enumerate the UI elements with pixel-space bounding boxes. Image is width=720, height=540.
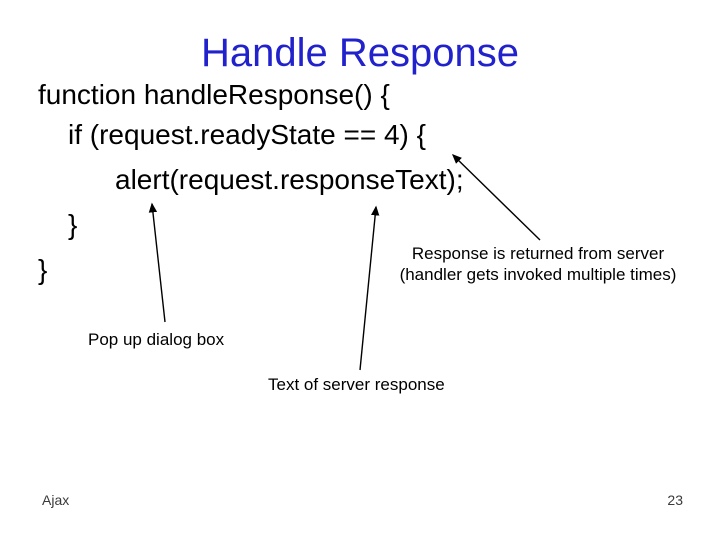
note-response-returned-line2: (handler gets invoked multiple times)	[399, 265, 677, 284]
note-response-returned: Response is returned from server (handle…	[380, 243, 696, 285]
slide-page-number: 23	[667, 492, 683, 508]
note-server-response-text: Text of server response	[268, 375, 445, 394]
slide-title: Handle Response	[201, 31, 519, 75]
code-line-alert-call: alert(request.responseText);	[115, 164, 464, 195]
code-line-inner-brace: }	[68, 209, 78, 240]
note-popup-dialog: Pop up dialog box	[88, 330, 225, 349]
code-line-function-declaration: function handleResponse() {	[38, 79, 390, 110]
code-line-outer-brace: }	[38, 254, 48, 285]
arrow-responsenote-to-if-icon	[451, 154, 541, 241]
arrow-popup-to-alert-icon	[148, 202, 166, 323]
note-response-returned-line1: Response is returned from server	[411, 244, 665, 263]
footer-presentation-title: Ajax	[42, 492, 70, 508]
code-line-if-statement: if (request.readyState == 4) {	[68, 119, 426, 150]
arrow-servertext-to-responsetext-icon	[359, 205, 380, 371]
